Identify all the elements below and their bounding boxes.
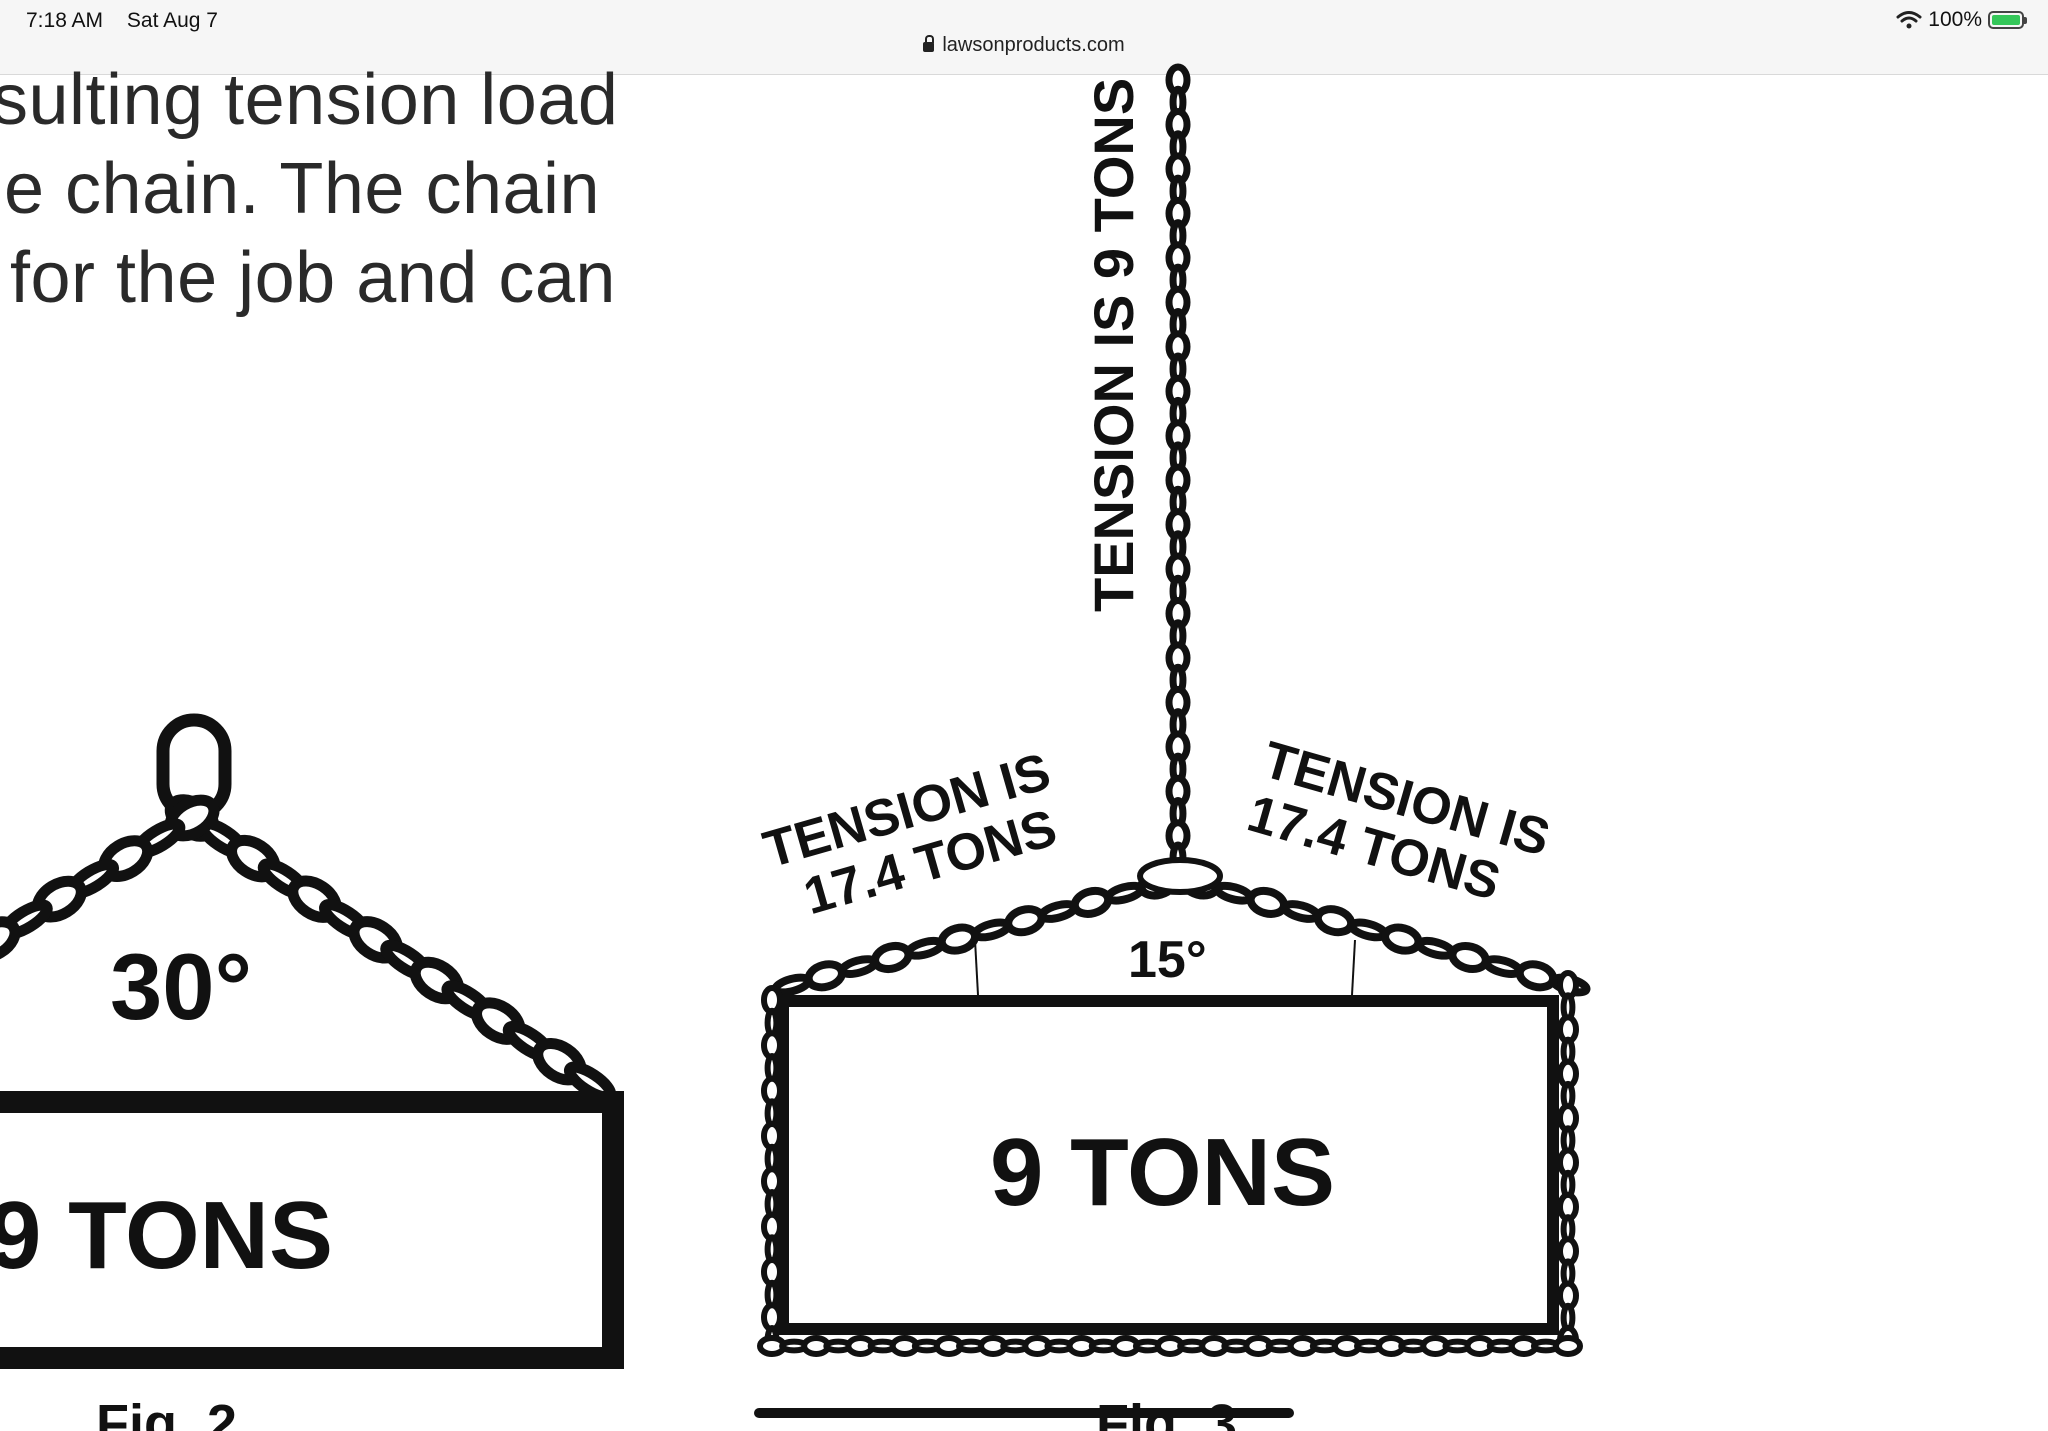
wifi-icon — [1896, 11, 1922, 29]
chain-link — [1004, 905, 1046, 937]
chain-link — [871, 941, 913, 974]
fig3-diagram: 15° 9 TONS TENSION IS 9 TONS TENSION IS … — [757, 63, 1591, 1431]
chain-link — [1448, 941, 1490, 974]
chain-link — [0, 916, 21, 964]
address-bar[interactable]: lawsonproducts.com — [0, 34, 2048, 57]
fig2-chain — [0, 794, 617, 1103]
chain-link — [904, 936, 946, 960]
chain-link — [1037, 900, 1079, 923]
fig3-master-link — [1137, 857, 1223, 895]
battery-icon — [1988, 11, 2027, 29]
fig3-right-tension-label: TENSION IS 17.4 TONS — [1241, 731, 1556, 912]
chain-link — [1553, 1335, 1583, 1357]
chain-link — [1280, 900, 1322, 923]
status-bar: 7:18 AM Sat Aug 7 lawsonproducts.com 100… — [0, 0, 2048, 75]
chain-link — [1482, 955, 1524, 978]
battery-percent: 100% — [1928, 8, 1982, 31]
status-date: Sat Aug 7 — [126, 9, 218, 32]
chain-link — [937, 923, 980, 955]
fig3-angle-tick-left — [974, 939, 979, 996]
chain-link — [1381, 923, 1423, 955]
chain-link — [1313, 905, 1356, 937]
fig3-sling-chain — [771, 868, 1591, 997]
article-line: sulting tension load — [0, 60, 619, 140]
chain-link — [1515, 960, 1558, 992]
fig3-load-box — [777, 995, 1559, 1335]
home-indicator[interactable] — [754, 1408, 1294, 1418]
article-line: e chain. The chain — [4, 149, 601, 229]
fig2-load-label: 9 TONS — [0, 1182, 333, 1289]
fig3-angle-label: 15° — [1128, 931, 1207, 989]
fig3-vertical-chain — [1165, 63, 1191, 875]
article-text: sulting tension load e chain. The chain … — [0, 56, 618, 323]
fig3-box-chain — [757, 970, 1583, 1357]
chain-link — [1415, 936, 1456, 960]
lock-icon — [923, 35, 935, 52]
status-time: 7:18 AM — [26, 9, 104, 32]
fig2-diagram: 30° 9 TONS Fig. 2 — [0, 713, 624, 1431]
fig3-load-label: 9 TONS — [990, 1119, 1335, 1226]
fig2-angle-label: 30° — [110, 934, 252, 1039]
fig2-caption: Fig. 2 — [96, 1394, 237, 1431]
fig3-angle-tick-right — [1351, 939, 1356, 996]
chain-link — [1213, 881, 1255, 905]
battery-fill — [1992, 15, 2020, 25]
chain-link — [1070, 886, 1113, 918]
fig2-load-box — [0, 1091, 624, 1369]
fig3-left-tension-label: TENSION IS 17.4 TONS — [757, 743, 1063, 927]
chain-link — [804, 960, 846, 992]
url-text: lawsonproducts.com — [942, 34, 1125, 56]
time-date: 7:18 AM Sat Aug 7 — [26, 9, 218, 33]
status-indicators: 100% — [1896, 8, 2027, 32]
article-line: for the job and can — [10, 238, 616, 318]
fig3-vertical-tension-label: TENSION IS 9 TONS — [1082, 78, 1145, 612]
chain-link — [1246, 886, 1288, 918]
chain-link — [1347, 918, 1389, 942]
